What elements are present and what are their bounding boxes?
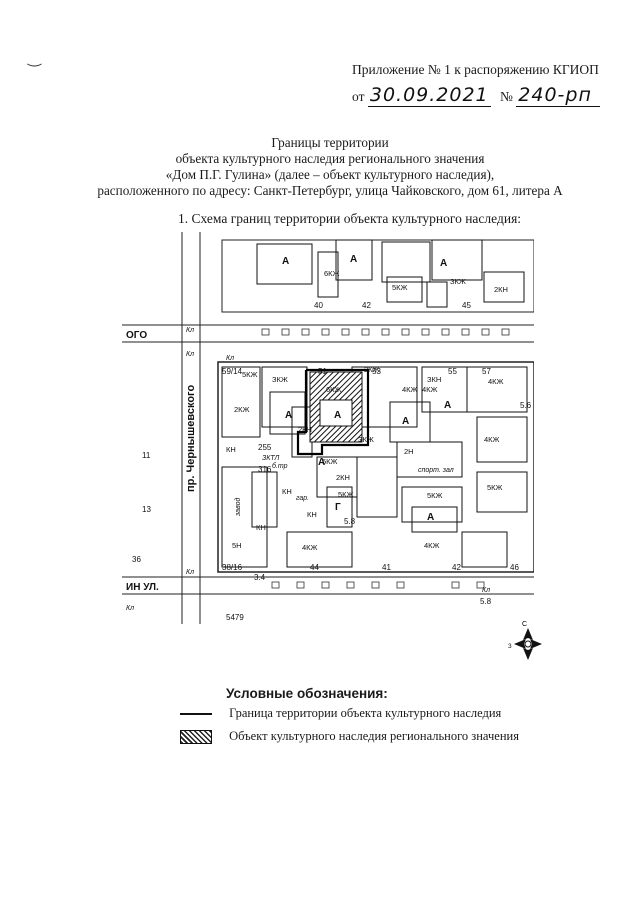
order-from-label: от — [352, 89, 365, 104]
building-label: А — [402, 416, 409, 427]
house-number: 255 — [258, 443, 272, 452]
building-label: 4КЖ — [302, 543, 318, 552]
building-label: КН — [256, 523, 266, 532]
building-label: 2КН — [298, 425, 312, 434]
building-label: А — [350, 254, 357, 265]
building-label: А — [318, 457, 325, 468]
house-number: 44 — [310, 563, 319, 572]
building-label: ЗКЖ — [272, 375, 288, 384]
building-label: 4КЖ — [488, 377, 504, 386]
title-line-2: объекта культурного наследия регионально… — [175, 151, 485, 166]
house-number: 55 — [448, 367, 457, 376]
house-number: 45 — [462, 301, 471, 310]
house-number: 41 — [382, 563, 391, 572]
compass-icon: С З — [508, 618, 548, 671]
street-label: пр. Чернышевского — [185, 385, 197, 492]
title-line-3: «Дом П.Г. Гулина» (далее – объект культу… — [165, 167, 495, 182]
building-label: КН — [307, 510, 317, 519]
cadastral-map: пр. Чернышевского ОГО ИН УЛ. 59/14 51 53… — [122, 232, 534, 624]
building-label: А — [427, 512, 434, 523]
house-number: 57 — [482, 367, 491, 376]
legend-item-label: Объект культурного наследия региональног… — [229, 729, 519, 743]
house-number: 5479 — [226, 613, 244, 622]
house-number: 5.6 — [520, 401, 532, 410]
map-note: Кл — [482, 587, 490, 594]
building-label: А — [282, 256, 289, 267]
legend-title: Условные обозначения: — [226, 686, 388, 701]
map-note: Кл — [126, 605, 134, 612]
map-note: гар. — [296, 495, 309, 502]
house-number: 5.8 — [480, 597, 492, 606]
street-label: ОГО — [126, 330, 147, 341]
compass-west-label: З — [508, 644, 512, 650]
title-line-1: Границы территории — [271, 135, 389, 150]
order-date: 30.09.2021 — [367, 84, 491, 107]
order-number: 240-рп — [516, 84, 601, 107]
annex-heading: Приложение № 1 к распоряжению КГИОП — [352, 62, 599, 77]
house-number: 38/16 — [222, 563, 243, 572]
building-label: ЗКЖ — [358, 435, 374, 444]
legend-item-label: Граница территории объекта культурного н… — [229, 706, 502, 720]
legend-item-boundary: Граница территории объекта культурного н… — [180, 706, 501, 721]
map-note: Кл — [186, 569, 194, 576]
building-label: 2КН — [494, 285, 508, 294]
street-label: ИН УЛ. — [126, 582, 159, 593]
building-label: 4КЖ — [424, 541, 440, 550]
house-number: 59/14 — [222, 367, 243, 376]
map-note: Кл — [186, 351, 194, 358]
order-line: от 30.09.2021 № 240-рп — [352, 84, 601, 107]
building-label: КН — [282, 487, 292, 496]
building-label: 6КЖ — [324, 269, 340, 278]
house-number: 46 — [510, 563, 519, 572]
building-label: Г — [335, 502, 341, 513]
building-label: 4КЖ — [422, 385, 438, 394]
building-label: 5КЖ — [242, 370, 258, 379]
house-number: 316 — [258, 465, 272, 474]
map-note: Кл — [226, 355, 234, 362]
compass-north-label: С — [522, 621, 527, 628]
hatch-symbol — [180, 730, 212, 745]
building-label: А — [444, 400, 451, 411]
building-label: А — [334, 410, 341, 421]
boundary-line-symbol — [180, 713, 212, 716]
house-number: 36 — [132, 555, 141, 564]
corner-mark: ‿ — [28, 50, 41, 67]
house-number: 3.4 — [254, 573, 266, 582]
building-label: ЗКЖ — [450, 277, 466, 286]
map-note: ЗКТЛ — [262, 455, 279, 462]
building-label: 2КЖ — [234, 405, 250, 414]
building-label: 5КЖ — [427, 491, 443, 500]
building-label: 6КЖ — [326, 385, 342, 394]
building-label: 5КЖ — [392, 283, 408, 292]
building-label: 2КЖ — [364, 365, 380, 374]
order-number-label: № — [500, 89, 513, 104]
building-label: 4КЖ — [484, 435, 500, 444]
house-number: 51 — [318, 367, 327, 376]
building-label: 5КЖ — [322, 457, 338, 466]
house-number: 42 — [362, 301, 371, 310]
house-number: 40 — [314, 301, 323, 310]
house-number: 13 — [142, 505, 151, 514]
building-label: 2Н — [404, 447, 414, 456]
building-label: 2КН — [336, 473, 350, 482]
building-label: А — [440, 258, 447, 269]
house-number: 53 — [372, 367, 381, 376]
section-heading: 1. Схема границ территории объекта культ… — [178, 211, 522, 226]
map-note: б.тр — [272, 462, 288, 470]
house-number: 5.8 — [344, 517, 356, 526]
building-label: КН — [226, 445, 236, 454]
map-note: спорт. зал — [418, 467, 454, 474]
house-number: 42 — [452, 563, 461, 572]
map-note: Кл — [186, 327, 194, 334]
building-label: 4КЖ — [402, 385, 418, 394]
legend-item-heritage: Объект культурного наследия региональног… — [180, 729, 519, 745]
map-note: завод — [234, 498, 242, 517]
building-label: ЗКН — [427, 375, 441, 384]
title-line-4: расположенного по адресу: Санкт-Петербур… — [97, 183, 563, 198]
building-label: 5Н — [232, 541, 242, 550]
building-label: А — [285, 410, 292, 421]
building-label: 5КЖ — [338, 490, 354, 499]
house-number: 11 — [142, 451, 151, 460]
building-label: 5КЖ — [487, 483, 503, 492]
